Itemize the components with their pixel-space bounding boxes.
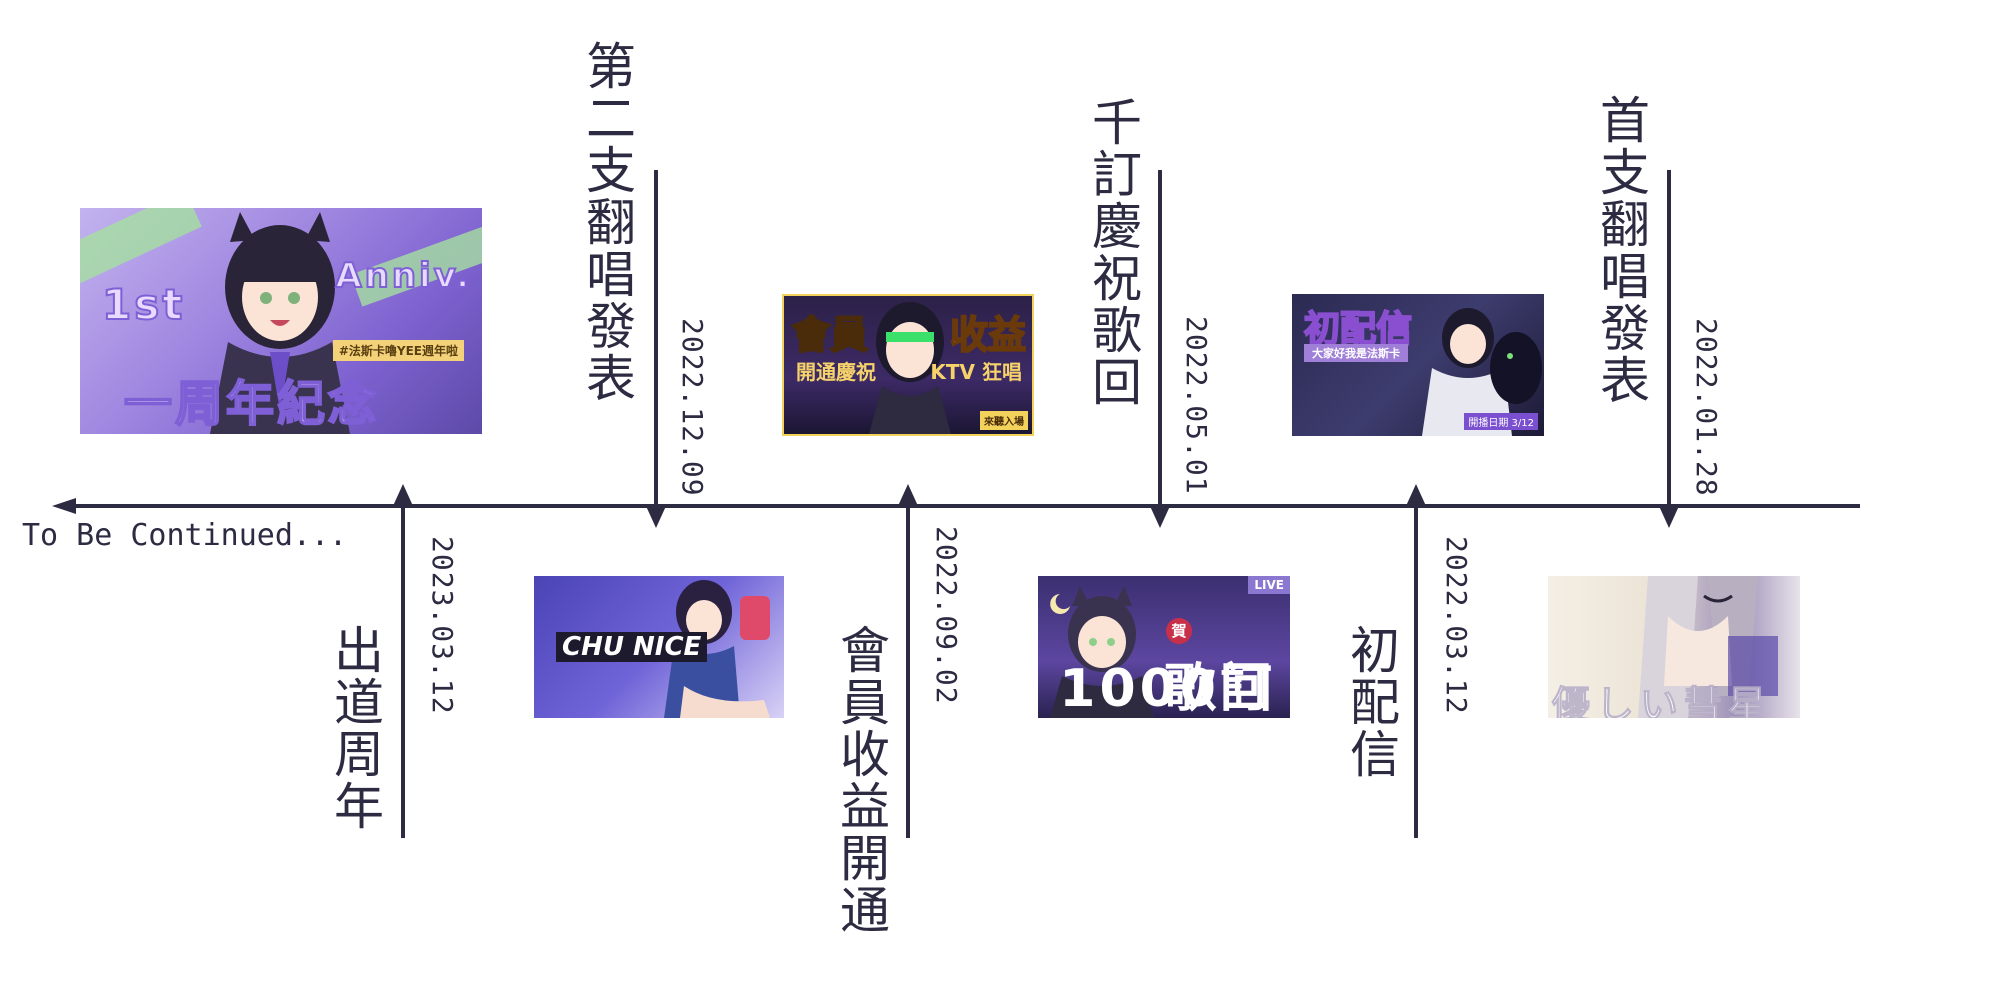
event-stem-6 [1659,170,1679,528]
thumbnail-text-karaoke: 歌回 [1163,659,1276,718]
event-title-membership: 會員收益開通 [832,624,890,936]
live-badge: LIVE [1248,576,1290,594]
event-date-first-cover: 2022.01.28 [1690,318,1723,497]
event-title-first-cover: 首支翻唱發表 [1592,94,1650,406]
thumbnail-date-badge: 開播日期 3/12 [1464,413,1538,430]
event-date-1000-subs: 2022.05.01 [1180,316,1213,495]
thumbnail-text-anniv: Anniv. [334,255,472,297]
to-be-continued-label: To Be Continued... [22,518,348,553]
thumbnail-text-celebrate: 開通慶祝 [796,360,876,384]
character-illustration [210,212,350,434]
thumbnail-text-1st: 1st [101,279,186,330]
thumbnail-enter-badge: 來聽入場 [980,411,1028,430]
thumbnail-text-revenue: 收益 [949,312,1027,358]
event-title-second-cover: 第二支翻唱發表 [578,40,636,404]
thumbnail-first-stream: 初配信 大家好我是法斯卡 開播日期 3/12 [1292,294,1544,436]
event-date-second-cover: 2022.12.09 [676,318,709,497]
event-stem-3 [898,484,918,838]
thumbnail-text-member: 會員 [791,312,869,358]
thumbnail-text-first-stream: 初配信 [1303,308,1413,351]
character-illustration [1050,586,1154,718]
thumbnail-1000-subs: LIVE 賀 1000訂 歌回 [1038,576,1290,718]
thumbnail-tag: #法斯卡嚕YEE週年啦 [332,340,464,361]
character-illustration [1638,576,1778,718]
event-stem-2 [646,170,666,528]
event-date-debut-anniversary: 2023.03.12 [426,536,459,715]
character-illustration [869,302,951,434]
event-title-first-stream: 初配信 [1342,624,1400,780]
thumbnail-text-ktv: KTV 狂唱 [930,360,1022,384]
thumbnail-text-yasashii-suisei: 優しい彗星 [1551,683,1773,719]
thumbnail-text-1000-subs: 1000訂 [1059,659,1276,718]
event-title-debut-anniversary: 出道周年 [326,624,384,832]
event-stem-1 [393,484,413,838]
event-date-first-stream: 2022.03.12 [1440,536,1473,715]
thumbnail-text-anniversary: 一周年紀念 [123,375,380,433]
thumbnail-second-cover: CHU NICE [534,576,784,718]
congrats-badge: 賀 [1166,618,1192,644]
thumbnail-debut-anniversary: 1st Anniv. #法斯卡嚕YEE週年啦 一周年紀念 [80,208,482,434]
event-stem-4 [1150,170,1170,528]
character-illustration [664,580,770,718]
thumbnail-text-chu-nice: CHU NICE [556,632,708,662]
thumbnail-membership: 會員 收益 開通慶祝 KTV 狂唱 來聽入場 [782,294,1034,436]
event-date-membership: 2022.09.02 [930,526,963,705]
timeline-arrowhead [52,498,76,514]
thumbnail-subtitle: 大家好我是法斯卡 [1304,344,1408,362]
thumbnail-first-cover: 優しい彗星 [1548,576,1800,718]
event-title-1000-subs: 千訂慶祝歌回 [1084,96,1142,408]
event-stem-5 [1406,484,1426,838]
